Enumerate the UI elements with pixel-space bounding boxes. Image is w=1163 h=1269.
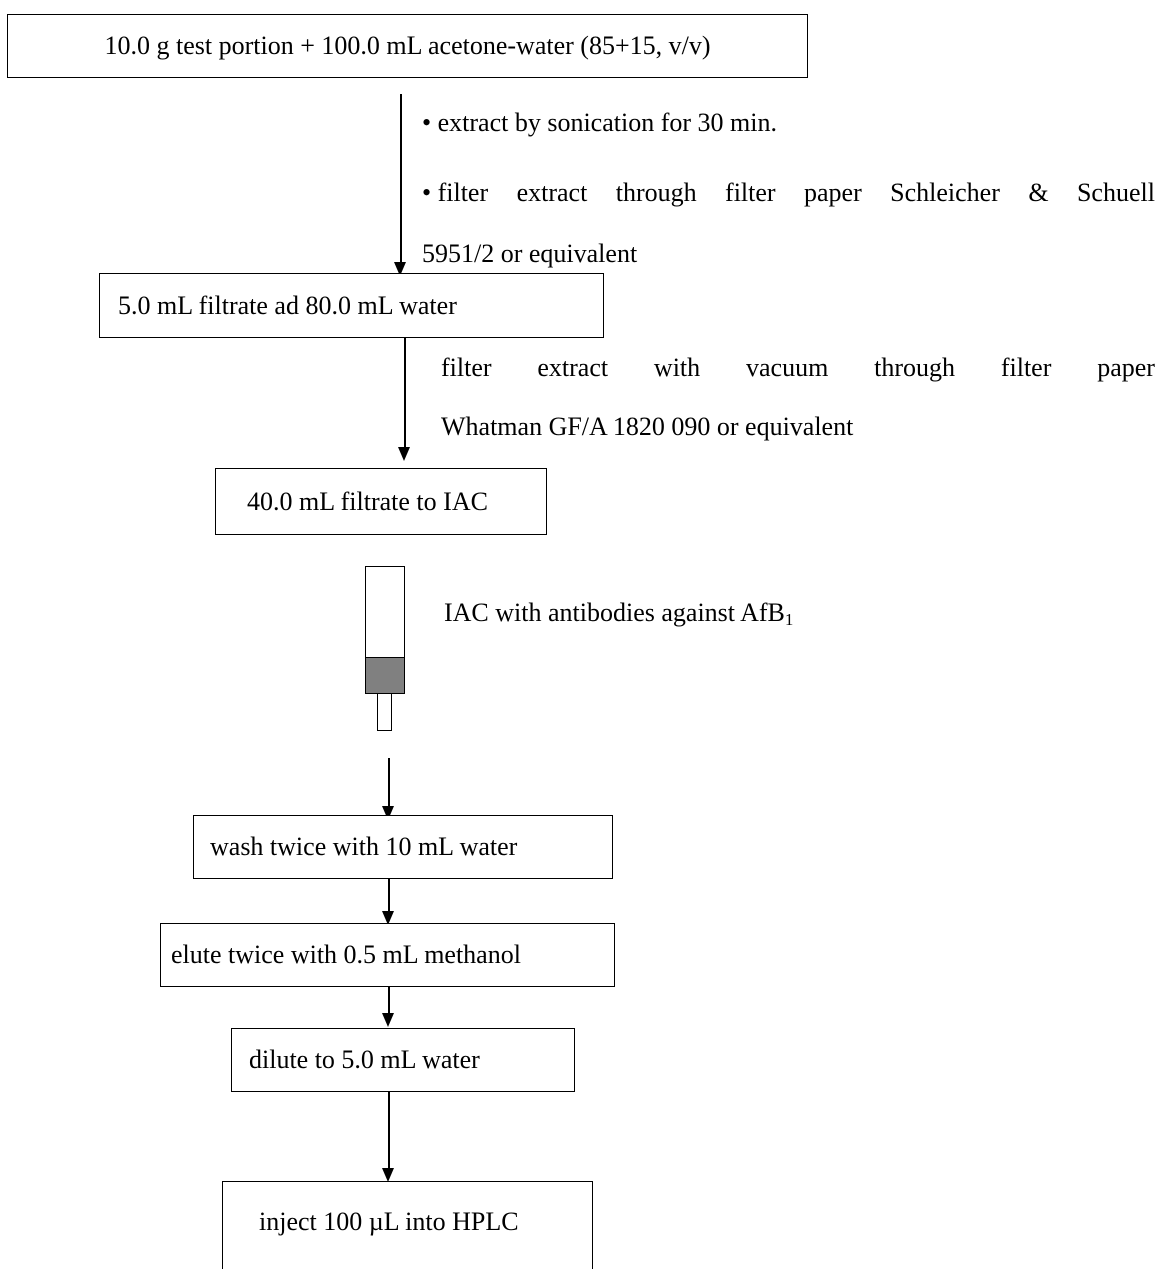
- arrow-shaft-4: [388, 879, 390, 912]
- step-box-dilution: 5.0 mL filtrate ad 80.0 mL water: [99, 273, 604, 338]
- word: through: [615, 178, 697, 207]
- iac-column-tip: [377, 694, 392, 731]
- note-iac-antibodies: IAC with antibodies against AfB1: [444, 598, 793, 628]
- step-box-load-iac: 40.0 mL filtrate to IAC: [215, 468, 547, 535]
- note-filter-paper-line1: • filter extract through filter paper Sc…: [422, 178, 1155, 208]
- word: extract: [516, 178, 588, 207]
- step-box-wash: wash twice with 10 mL water: [193, 815, 613, 879]
- word: filter: [441, 353, 492, 382]
- word: paper: [803, 178, 862, 207]
- word: vacuum: [745, 353, 829, 382]
- step-text-dilute: dilute to 5.0 mL water: [249, 1045, 480, 1074]
- note-filter-paper-line2: 5951/2 or equivalent: [422, 239, 638, 268]
- step-box-inject: inject 100 µL into HPLC: [222, 1181, 593, 1269]
- step-box-dilute: dilute to 5.0 mL water: [231, 1028, 575, 1092]
- word: Schuell: [1076, 178, 1155, 207]
- word: paper: [1097, 353, 1155, 382]
- word: • filter: [422, 178, 489, 207]
- arrow-head-5: [382, 1013, 394, 1027]
- note-vacuum-filter-line1: filter extract with vacuum through filte…: [441, 353, 1155, 383]
- arrow-shaft-6: [388, 1092, 390, 1170]
- arrow-shaft-1: [400, 94, 402, 263]
- arrow-head-1: [394, 262, 406, 276]
- step-text-dilution: 5.0 mL filtrate ad 80.0 mL water: [118, 290, 457, 320]
- arrow-head-4: [382, 911, 394, 925]
- step-box-test-portion: 10.0 g test portion + 100.0 mL acetone-w…: [7, 14, 808, 78]
- arrow-head-6: [382, 1168, 394, 1182]
- note-sonication: • extract by sonication for 30 min.: [422, 108, 777, 137]
- step-text-wash: wash twice with 10 mL water: [210, 832, 518, 861]
- word: with: [653, 353, 701, 382]
- arrow-shaft-3: [388, 758, 390, 808]
- arrow-shaft-2: [404, 338, 406, 449]
- word: extract: [537, 353, 609, 382]
- iac-column-packing: [365, 657, 405, 694]
- iac-column-reservoir: [365, 566, 405, 657]
- step-text-inject: inject 100 µL into HPLC: [259, 1207, 519, 1236]
- word: through: [874, 353, 956, 382]
- step-text-load-iac: 40.0 mL filtrate to IAC: [247, 486, 488, 516]
- word: &: [1028, 178, 1049, 207]
- step-text-elute: elute twice with 0.5 mL methanol: [171, 940, 521, 969]
- word: filter: [1000, 353, 1052, 382]
- iac-label-text: IAC with antibodies against AfB: [444, 598, 785, 627]
- word: filter: [725, 178, 776, 207]
- arrow-head-2: [398, 447, 410, 461]
- step-text-test-portion: 10.0 g test portion + 100.0 mL acetone-w…: [104, 31, 711, 60]
- step-box-elute: elute twice with 0.5 mL methanol: [160, 923, 615, 987]
- arrow-shaft-5: [388, 987, 390, 1014]
- word: Schleicher: [890, 178, 1000, 207]
- note-vacuum-filter-line2: Whatman GF/A 1820 090 or equivalent: [441, 412, 854, 441]
- iac-label-subscript: 1: [784, 610, 794, 629]
